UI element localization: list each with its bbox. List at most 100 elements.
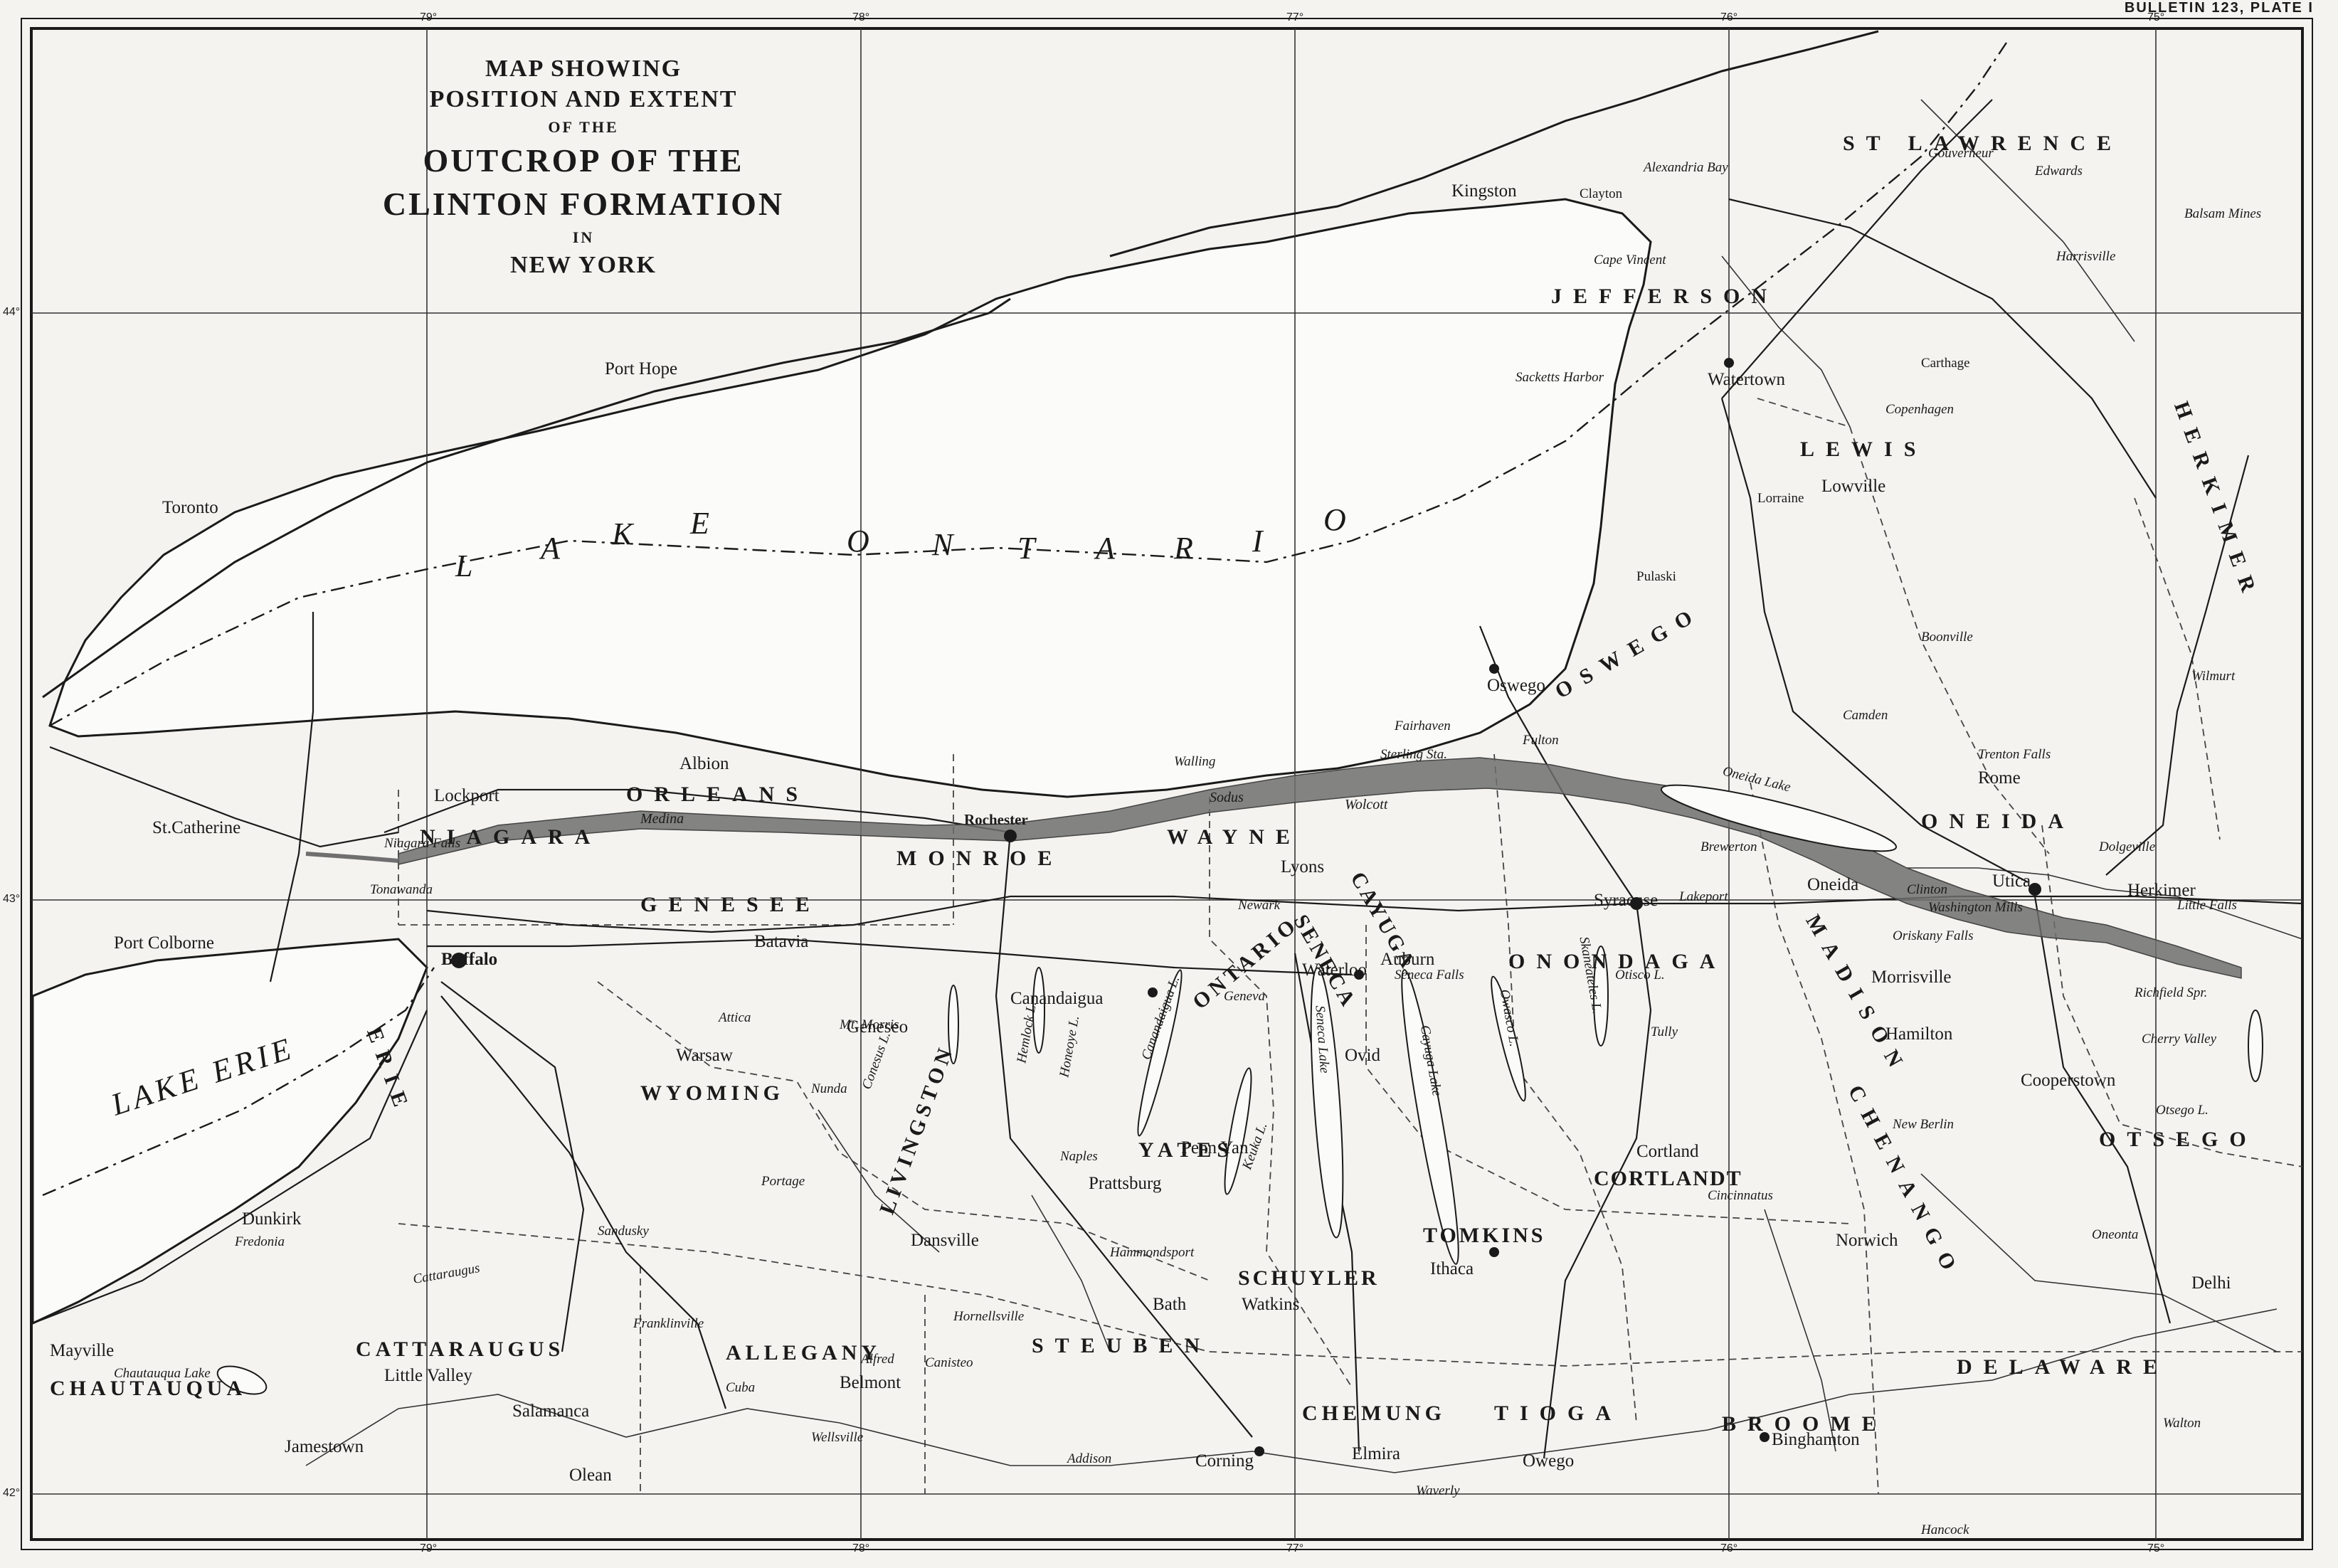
town-label: Brewerton — [1700, 839, 1757, 854]
lake-ontario-letter: R — [1174, 531, 1197, 566]
place-label: Albion — [679, 754, 729, 773]
place-label: Cortland — [1636, 1142, 1699, 1161]
county-label: TIOGA — [1494, 1402, 1623, 1425]
town-label: Walton — [2163, 1416, 2201, 1431]
town-label: Nunda — [811, 1081, 847, 1096]
place-label: Pulaski — [1636, 569, 1676, 584]
town-label: Attica — [719, 1010, 751, 1025]
lake-ontario-letter: A — [541, 531, 564, 566]
place-label: Jamestown — [285, 1437, 364, 1456]
clinton-outcrop-west-thin — [305, 852, 399, 863]
lon-tick-top-76: 76° — [1720, 11, 1738, 23]
place-label: Rome — [1978, 768, 2021, 788]
finger-lakes — [216, 784, 2263, 1395]
town-label: Richfield Spr. — [2135, 985, 2208, 1000]
town-label: Cincinnatus — [1708, 1188, 1773, 1203]
county-label: CORTLANDT — [1594, 1167, 1742, 1190]
town-label: Balsam Mines — [2184, 206, 2262, 221]
town-label: Edwards — [2035, 164, 2083, 179]
county-label: GENESEE — [640, 893, 821, 916]
county-label: SCHUYLER — [1238, 1266, 1380, 1290]
place-label: Owego — [1523, 1451, 1575, 1471]
lake-ontario-letter: L — [455, 549, 477, 583]
town-label: Alfred — [861, 1352, 894, 1367]
place-label: Syracuse — [1594, 891, 1659, 910]
place-label: Little Valley — [384, 1366, 472, 1385]
map-outer-frame — [21, 18, 2313, 1550]
place-label: Herkimer — [2127, 881, 2196, 900]
county-label: WYOMING — [640, 1081, 784, 1105]
town-label: Hornellsville — [953, 1309, 1025, 1324]
town-label: Fairhaven — [1395, 719, 1451, 733]
town-label: Wilmurt — [2191, 669, 2236, 684]
place-label: Newark — [1238, 898, 1281, 913]
town-label: Mt. Morris — [840, 1017, 899, 1032]
lat-tick-43: 43° — [3, 893, 21, 905]
lon-tick-bottom-75: 75° — [2147, 1542, 2165, 1554]
county-label: OTSEGO — [2099, 1128, 2258, 1151]
place-label: St.Catherine — [152, 818, 241, 837]
town-label: Gouverneur — [1928, 146, 1994, 161]
title-line-6: IN — [572, 228, 595, 247]
town-label: Hammondsport — [1110, 1245, 1195, 1260]
lon-tick-bottom-76: 76° — [1720, 1542, 1738, 1554]
lake-ontario-letter: A — [1096, 531, 1119, 566]
place-label: Mayville — [50, 1341, 115, 1360]
place-label: Port Hope — [605, 359, 678, 378]
town-label: Geneva — [1224, 989, 1266, 1004]
place-label: Waterloo — [1302, 960, 1368, 980]
place-label: Medina — [640, 811, 684, 827]
lat-tick-42: 42° — [3, 1487, 21, 1499]
town-label: Franklinville — [633, 1316, 704, 1331]
lake-ontario-letter: O — [847, 524, 874, 558]
place-label: Utica — [1992, 872, 2031, 891]
place-label: Elmira — [1352, 1444, 1401, 1463]
place-label: Geneseo — [847, 1017, 909, 1037]
bulletin-plate-label: BULLETIN 123, PLATE I — [2124, 0, 2314, 16]
place-label: Dunkirk — [242, 1209, 302, 1229]
town-label: Portage — [761, 1174, 805, 1189]
lake-erie-water — [31, 938, 428, 1325]
town-label: Canisteo — [925, 1355, 973, 1370]
place-label: Penn Yan — [1181, 1138, 1249, 1158]
place-label: Ithaca — [1430, 1259, 1474, 1278]
lake-ontario-letter: K — [612, 517, 638, 551]
town-label: Harrisville — [2056, 249, 2116, 264]
county-label: WAYNE — [1167, 825, 1301, 849]
lon-tick-top-79: 79° — [420, 11, 438, 23]
place-label: Lockport — [434, 786, 499, 805]
county-label: STEUBEN — [1032, 1334, 1212, 1357]
town-label: Cape Vincent — [1594, 253, 1666, 267]
county-label: CATTARAUGUS — [356, 1337, 565, 1361]
title-line-3: OF THE — [548, 117, 619, 136]
place-label: Oswego — [1487, 676, 1545, 695]
town-label: Tonawanda — [370, 882, 433, 897]
county-label: DELAWARE — [1957, 1355, 2169, 1379]
county-label: CHAUTAUQUA — [50, 1377, 247, 1400]
place-label: Kingston — [1451, 181, 1517, 201]
place-label: Lyons — [1281, 857, 1325, 876]
place-label: Fulton — [1523, 733, 1559, 748]
town-label: Oriskany Falls — [1893, 928, 1974, 943]
place-label: Canandaigua — [1010, 989, 1104, 1008]
town-label: Clinton — [1907, 882, 1948, 897]
lon-tick-bottom-78: 78° — [852, 1542, 870, 1554]
county-label: CHEMUNG — [1302, 1402, 1446, 1425]
town-label: Trenton Falls — [1978, 747, 2051, 762]
place-label: Corning — [1195, 1451, 1254, 1471]
lat-tick-44: 44° — [3, 306, 21, 318]
town-label: Walling — [1174, 754, 1216, 769]
county-label: TOMKINS — [1423, 1224, 1546, 1247]
place-label: Camden — [1843, 708, 1888, 723]
town-label: Wellsville — [811, 1430, 864, 1445]
lon-tick-top-75: 75° — [2147, 11, 2165, 23]
county-label: ALLEGANY — [726, 1341, 882, 1365]
town-label: Hancock — [1921, 1522, 1969, 1537]
town-label: Copenhagen — [1885, 402, 1954, 417]
county-label: JEFFERSON — [1551, 285, 1779, 308]
place-label: Port Colborne — [114, 933, 214, 953]
place-label: Salamanca — [512, 1402, 590, 1421]
town-label: Niagara Falls — [384, 836, 461, 851]
